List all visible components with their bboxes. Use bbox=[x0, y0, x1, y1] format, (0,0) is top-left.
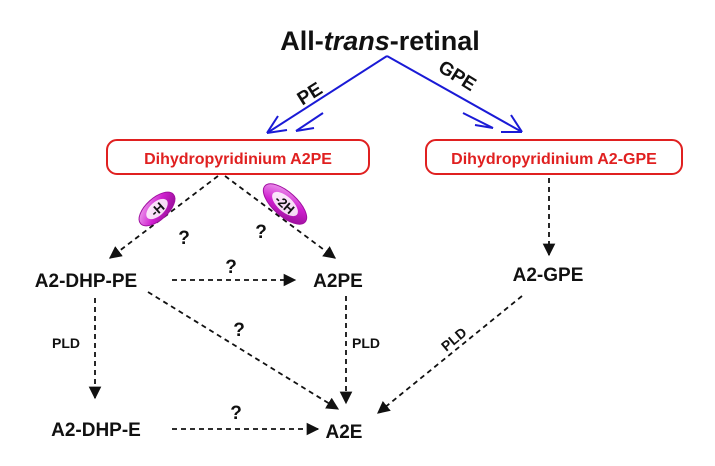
edge-label-pld-middle: PLD bbox=[352, 335, 380, 351]
box-dihydropyridinium-a2pe: Dihydropyridinium A2PE bbox=[106, 139, 370, 175]
node-all-trans-retinal: All-trans-retinal bbox=[280, 26, 480, 56]
question-mark-a2pe-box-to-a2-dhp-pe: ? bbox=[178, 228, 190, 249]
svg-text:Dihydropyridinium A2PE: Dihydropyridinium A2PE bbox=[144, 151, 332, 168]
svg-text:Dihydropyridinium A2-GPE: Dihydropyridinium A2-GPE bbox=[451, 151, 657, 168]
node-a2pe: A2PE bbox=[313, 271, 363, 292]
badge-minus-2h: -2H bbox=[262, 183, 308, 225]
blue-arrow-to-a2pe bbox=[266, 55, 388, 134]
node-a2-dhp-pe: A2-DHP-PE bbox=[35, 271, 137, 292]
box-dihydropyridinium-a2-gpe: Dihydropyridinium A2-GPE bbox=[425, 139, 683, 175]
node-a2-dhp-e: A2-DHP-E bbox=[51, 420, 141, 441]
badge-minus-h: -H bbox=[138, 191, 176, 227]
arrow-a2pe-box-to-a2pe bbox=[224, 175, 337, 259]
question-mark-a2-dhp-e-to-a2e: ? bbox=[230, 403, 242, 424]
question-mark-a2-dhp-pe-to-a2e: ? bbox=[233, 320, 245, 341]
edge-label-pe: PE bbox=[294, 79, 327, 110]
node-a2-gpe: A2-GPE bbox=[513, 265, 584, 286]
edge-label-gpe: GPE bbox=[434, 57, 479, 96]
question-mark-a2-dhp-pe-to-a2pe: ? bbox=[225, 257, 237, 278]
node-a2e: A2E bbox=[326, 422, 363, 443]
blue-arrow-to-a2gpe bbox=[386, 55, 523, 133]
arrow-a2-dhp-pe-to-a2e bbox=[147, 291, 340, 410]
question-mark-a2pe-box-to-a2pe: ? bbox=[255, 222, 267, 243]
edge-label-pld-left: PLD bbox=[52, 335, 80, 351]
arrow-a2-gpe-to-a2e bbox=[377, 295, 523, 414]
edge-label-pld-right: PLD bbox=[438, 324, 470, 354]
